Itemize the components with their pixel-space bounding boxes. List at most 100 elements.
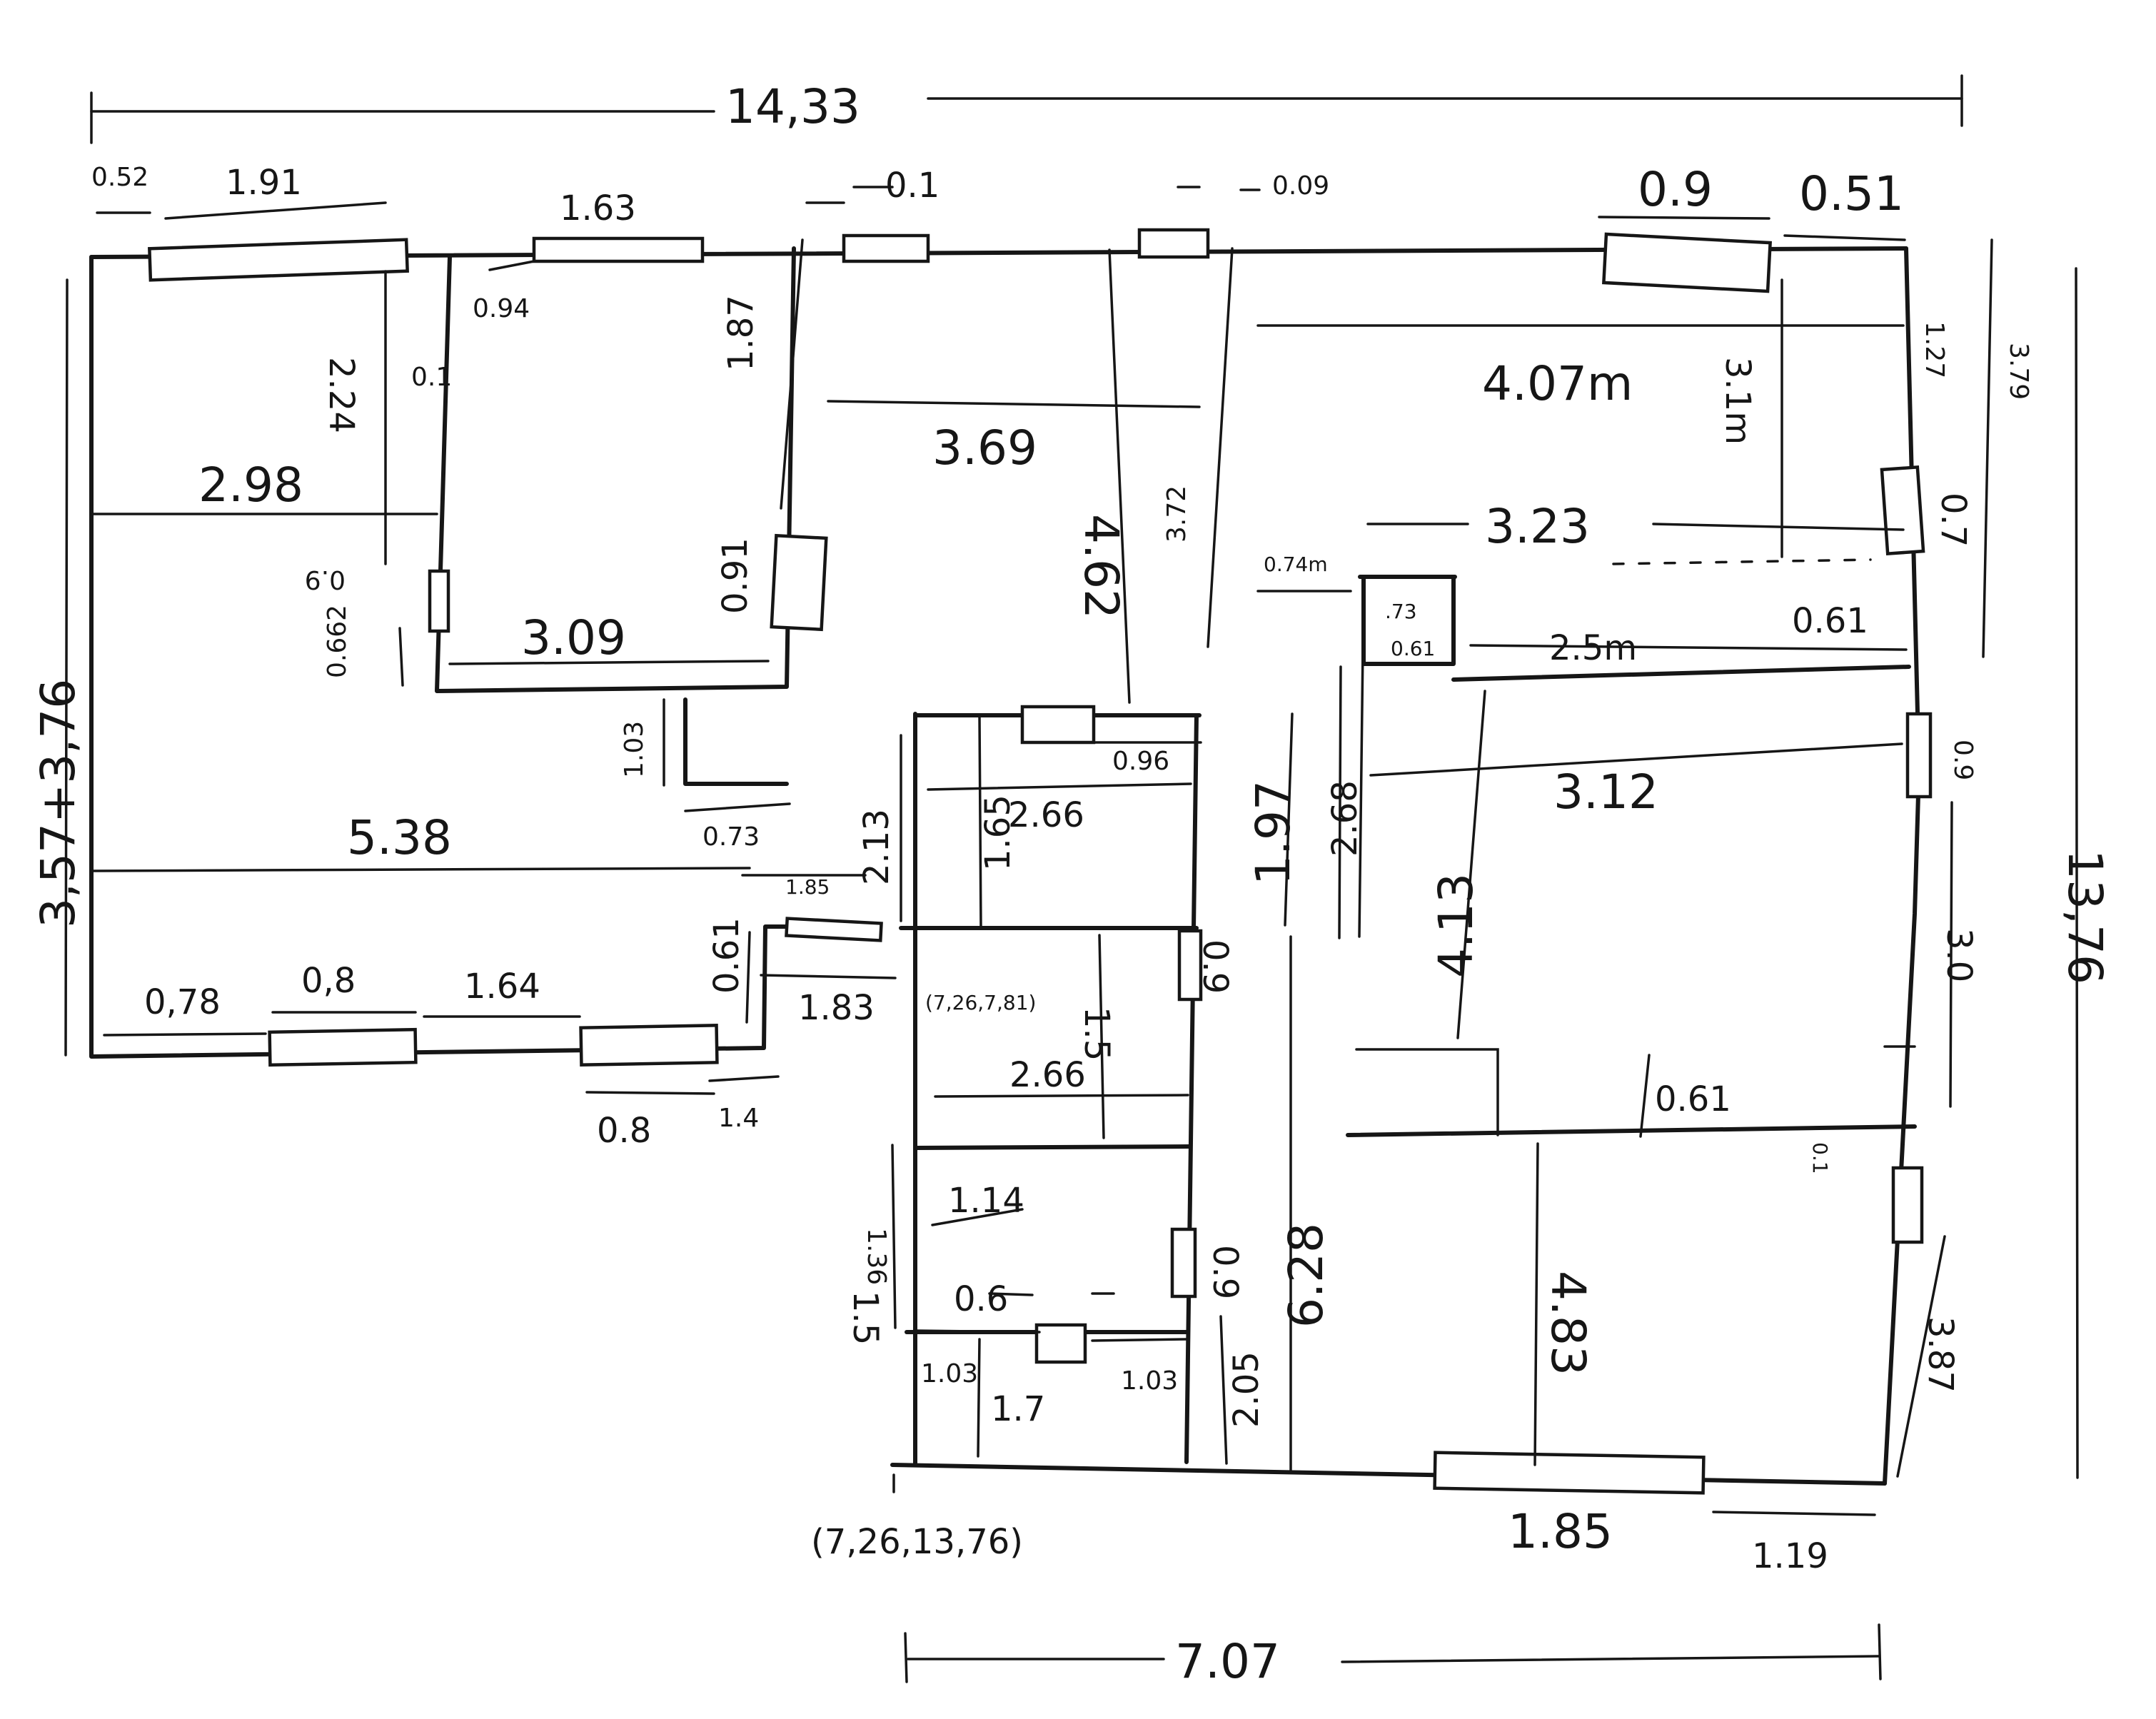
window-bottom-left-2 <box>579 1024 719 1067</box>
window-top-4 <box>1137 228 1210 259</box>
dim-label: 0.7 <box>1933 493 1973 547</box>
bottom-wall <box>890 1463 1887 1486</box>
openings <box>148 228 1933 1495</box>
dim-label: 1.83 <box>798 988 875 1028</box>
dim-label: 0.61 <box>1391 637 1435 660</box>
left-height-label: 3,57+3,76 <box>31 679 86 928</box>
window-center-top <box>1020 705 1096 745</box>
window-top-2 <box>532 236 705 263</box>
window-bottom-left-1 <box>268 1027 418 1067</box>
dashed-line <box>1612 558 1872 565</box>
dim-label: 1.4 <box>718 1104 759 1133</box>
dim-label: 2.24 <box>321 357 361 433</box>
overall-width-label: 14,33 <box>725 79 860 134</box>
dim-label: 3.1m <box>1718 357 1758 445</box>
dim-label: 1.5 <box>845 1291 885 1345</box>
door-room-b <box>770 533 828 632</box>
dim-label: 3.23 <box>1485 499 1590 554</box>
door-center <box>785 917 883 942</box>
dim-label: 2.98 <box>198 458 303 513</box>
dim-label: 0,78 <box>144 982 221 1022</box>
dimension-labels: 14,33 0.52 1.91 1.63 0.1 0.09 0.9 0.51 0… <box>31 79 2112 1689</box>
window-top-1 <box>148 238 409 282</box>
dim-label: 1.85 <box>1508 1504 1613 1559</box>
coordinate-label: (7,26,13,76) <box>811 1522 1023 1562</box>
dim-label: 0.61 <box>1655 1079 1731 1119</box>
dim-label: 0.9 <box>305 565 346 594</box>
dim-label: 2.5m <box>1549 628 1637 668</box>
dim-label: 1.7 <box>991 1389 1045 1429</box>
window-right-3 <box>1891 1166 1924 1244</box>
window-top-3 <box>842 233 930 263</box>
window-bath <box>1170 1227 1197 1299</box>
dim-label: 0.61 <box>707 917 747 994</box>
door-bath <box>1034 1323 1087 1364</box>
dim-label: 1.03 <box>620 721 649 778</box>
overall-height-label: 13,76 <box>2057 850 2112 984</box>
dim-label: 2.66 <box>1008 795 1084 835</box>
bedroom-closet <box>1355 1048 1499 1136</box>
dim-label: 1.03 <box>1121 1366 1178 1396</box>
room-a-partition <box>435 246 796 693</box>
dim-label: 1.97 <box>1246 780 1301 885</box>
dim-label: 0.73 <box>702 822 760 852</box>
closet-box <box>1361 575 1456 666</box>
dim-label: 1.63 <box>560 188 636 228</box>
dim-label: 1.27 <box>1920 321 1949 378</box>
center-block-right <box>1184 713 1199 1464</box>
dim-label: 0.6 <box>954 1279 1008 1319</box>
dim-label: 1.19 <box>1752 1536 1828 1576</box>
dim-label: 3.0 <box>1939 928 1979 982</box>
left-wing-outline <box>89 255 882 1059</box>
dim-label: 2.68 <box>1325 780 1365 857</box>
dim-label: 2.05 <box>1226 1351 1266 1428</box>
dim-label: 1.65 <box>978 795 1018 871</box>
dim-label: 2.66 <box>1009 1055 1086 1095</box>
bottom-width-label: 7.07 <box>1175 1634 1280 1689</box>
dim-label: 1.36 <box>862 1228 891 1285</box>
dim-label: 1.14 <box>948 1181 1024 1221</box>
dim-label: 0.1 <box>1808 1142 1832 1174</box>
window-right-2 <box>1905 712 1933 799</box>
dim-label: 5.38 <box>347 810 452 865</box>
dim-label: 0.52 <box>91 163 148 192</box>
dim-label: 0.9 <box>1638 162 1713 217</box>
dim-label: 0.51 <box>1799 166 1904 221</box>
dim-label: 1.85 <box>785 875 830 899</box>
closet-bottom-wall <box>1451 665 1911 682</box>
dim-label: 3.09 <box>521 610 626 665</box>
dim-label: 1.5 <box>1077 1007 1117 1061</box>
dim-label: 3.69 <box>932 420 1037 475</box>
dim-label: 0.8 <box>597 1111 651 1151</box>
center-lower-wall <box>913 1144 1192 1150</box>
dim-label: .73 <box>1385 600 1417 623</box>
coordinate-label: (7,26,7,81) <box>925 991 1036 1014</box>
dim-label: 2.13 <box>857 809 897 885</box>
dim-label: 4.83 <box>1541 1271 1596 1376</box>
dimension-lines <box>64 74 2079 1683</box>
dim-label: 1.64 <box>464 967 540 1007</box>
dim-label: 0.94 <box>473 294 530 323</box>
dim-label: 0.74m <box>1264 553 1328 576</box>
dim-label: 0.9 <box>1948 740 1978 780</box>
dim-label: 4.62 <box>1074 514 1129 619</box>
dim-label: 0,8 <box>301 961 356 1001</box>
dim-label: 3.12 <box>1553 765 1658 820</box>
dim-label: 3.79 <box>2004 343 2033 400</box>
window-top-5 <box>1602 232 1772 293</box>
dim-label: 6.28 <box>1279 1223 1334 1328</box>
dim-label: 0.1 <box>411 363 452 392</box>
room-b-wall <box>683 697 789 786</box>
dim-label: 3.72 <box>1162 485 1192 543</box>
dim-label: 1.03 <box>921 1359 978 1388</box>
dim-label: 3.87 <box>1920 1316 1960 1393</box>
dim-label: 0.96 <box>1112 747 1169 776</box>
dim-label: 4.13 <box>1429 873 1483 978</box>
dim-label: 0.662 <box>323 605 352 678</box>
window-bottom <box>1433 1451 1706 1495</box>
dim-label: 0.61 <box>1792 601 1868 641</box>
door-room-a <box>428 569 450 633</box>
dim-label: 0.1 <box>885 166 940 206</box>
dim-label: 0.09 <box>1272 171 1329 201</box>
